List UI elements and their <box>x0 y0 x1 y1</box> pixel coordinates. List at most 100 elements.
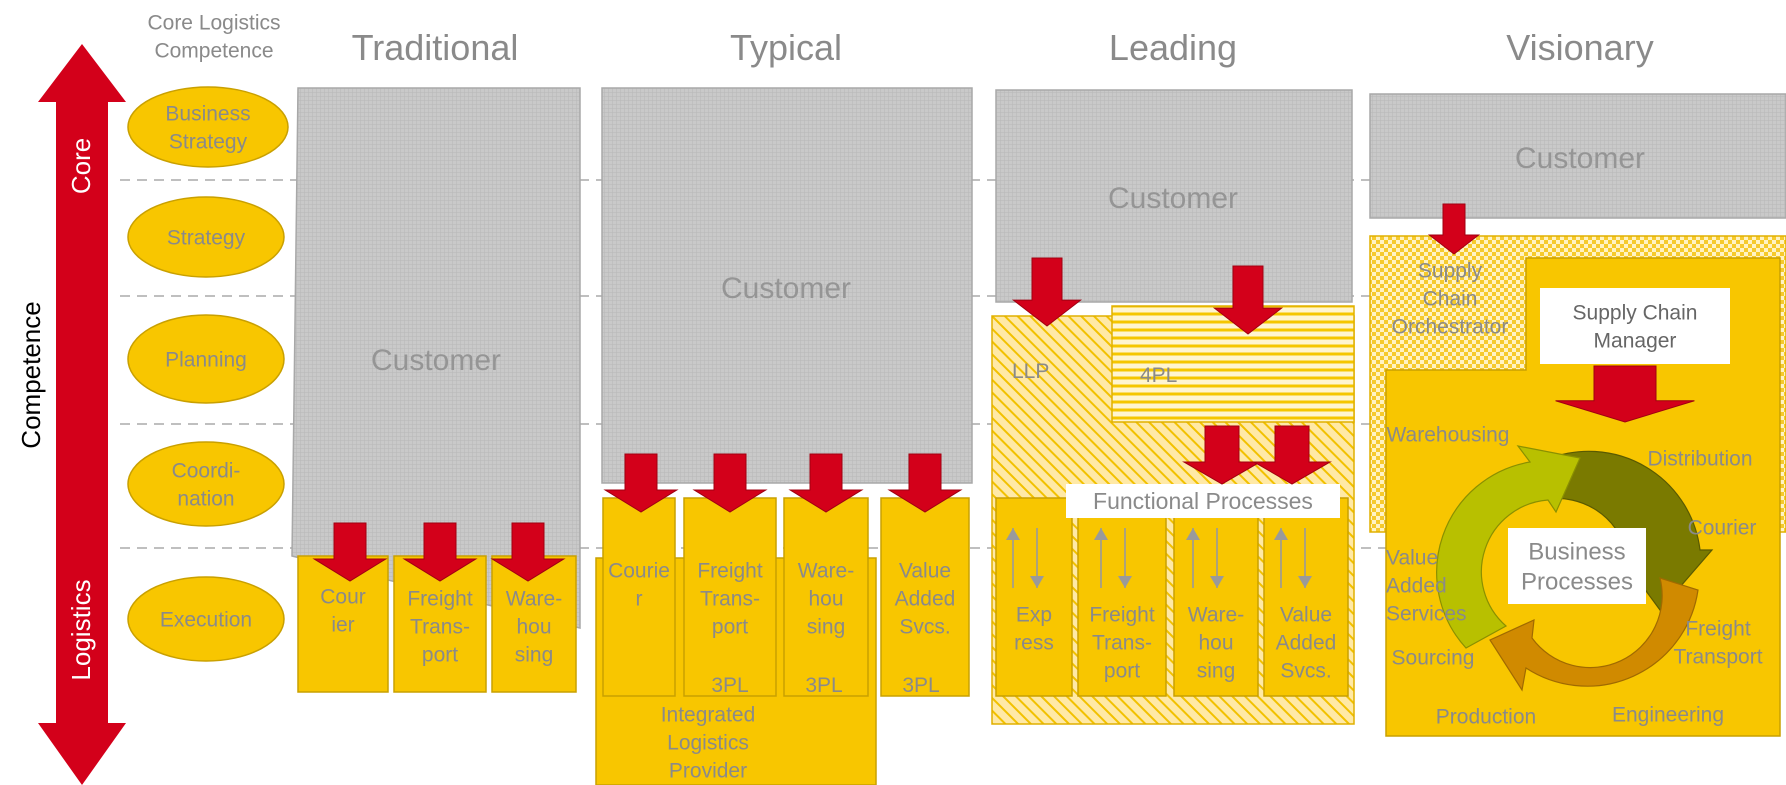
level-business-strategy <box>127 86 289 168</box>
red-arrow-shape <box>312 522 388 582</box>
text-line: sing <box>1197 659 1236 682</box>
text-line: Supply <box>1418 259 1483 282</box>
text-line: Svcs. <box>899 615 950 638</box>
text-line: Freight <box>697 559 763 582</box>
text-line: Value <box>1386 546 1438 569</box>
typical-warehousing-box <box>783 497 869 697</box>
red-arrow-shape <box>1182 425 1262 485</box>
text-line: Exp <box>1016 603 1052 626</box>
red-down-arrow <box>1252 425 1332 485</box>
text-line: ress <box>1014 631 1054 654</box>
red-down-arrow <box>1011 257 1083 327</box>
customer-label: Customer <box>371 344 501 377</box>
text-line: Added <box>1386 574 1447 597</box>
axis-core-label: Core <box>66 138 96 194</box>
level-label: Coordi-nation <box>172 459 241 510</box>
text-line: Added <box>1276 631 1337 654</box>
visionary-customer-block <box>1369 93 1786 219</box>
arrow-head <box>1094 528 1108 540</box>
text-line: Value <box>899 559 951 582</box>
text-line: Sourcing <box>1392 646 1475 669</box>
arrow-head <box>1274 528 1288 540</box>
arrow-head <box>1118 576 1132 588</box>
column-leading: Leading <box>1109 27 1237 68</box>
text-line: Value <box>1280 603 1332 626</box>
text-line: Provider <box>669 759 747 782</box>
red-down-arrow <box>887 453 963 513</box>
red-down-arrow <box>788 453 864 513</box>
process-label: Distribution <box>1647 447 1752 470</box>
process-label: Courier <box>1688 516 1757 539</box>
leading-freight-box <box>1077 497 1167 697</box>
text-line: Transport <box>1673 645 1762 668</box>
text-line: Strategy <box>167 226 246 249</box>
text-line: ier <box>331 613 354 636</box>
functional-processes-banner <box>1066 484 1340 518</box>
text-line: Warehousing <box>1387 423 1510 446</box>
text-line: sing <box>515 643 554 666</box>
red-arrow-shape <box>490 522 566 582</box>
text-line: Svcs. <box>1280 659 1331 682</box>
red-down-arrow <box>1182 425 1262 485</box>
customer-label: Customer <box>721 272 851 305</box>
level-planning <box>127 314 285 404</box>
3pl-tag: 3PL <box>805 674 842 697</box>
red-down-arrow <box>692 453 768 513</box>
competence-arrow <box>38 44 126 785</box>
arrow-head <box>1030 576 1044 588</box>
red-arrow-shape <box>887 453 963 513</box>
column-headers: Traditional Typical Leading Visionary <box>352 27 1654 68</box>
text-line: Cour <box>320 585 366 608</box>
process-label: Production <box>1436 705 1536 728</box>
leading-value-added-box <box>1263 497 1349 697</box>
red-down-arrow <box>1555 365 1695 423</box>
text-line: Engineering <box>1612 703 1724 726</box>
customer-label: Customer <box>1515 142 1645 175</box>
text-line: port <box>1104 659 1140 682</box>
red-arrow-shape <box>1011 257 1083 327</box>
leading-warehousing-box <box>1173 497 1259 697</box>
leading-express-box <box>995 497 1073 697</box>
text-line: Added <box>895 587 956 610</box>
manager-label-box <box>1540 288 1730 364</box>
level-coordination <box>127 441 285 527</box>
text-line: Processes <box>1521 568 1633 595</box>
text-line: Ware- <box>1188 603 1244 626</box>
text-line: hou <box>516 615 551 638</box>
text-line: Ware- <box>506 587 562 610</box>
typical-courier-box <box>602 497 676 697</box>
text-line: Logistics <box>667 731 749 754</box>
level-strategy <box>127 196 285 278</box>
text-line: Services <box>1386 602 1467 625</box>
red-down-arrow <box>1212 265 1284 335</box>
red-down-arrow <box>1427 203 1481 255</box>
text-line: Orchestrator <box>1392 315 1509 338</box>
text-line: Core Logistics <box>147 11 280 34</box>
box-label: Cour ier <box>320 585 366 636</box>
text-line: hou <box>808 587 843 610</box>
text-line: Freight <box>1089 603 1155 626</box>
text-line: Planning <box>165 348 247 371</box>
text-line: Freight <box>1685 617 1751 640</box>
text-line: Strategy <box>169 130 248 153</box>
red-down-arrow <box>603 453 679 513</box>
text-line: Manager <box>1594 329 1677 352</box>
level-label: Planning <box>165 348 247 371</box>
red-arrow-shape <box>1427 203 1481 255</box>
column-typical: Typical <box>730 27 842 68</box>
axis-competence-label: Competence <box>16 301 46 448</box>
4pl-block <box>1111 305 1355 423</box>
typical-value-added-box <box>880 497 970 697</box>
